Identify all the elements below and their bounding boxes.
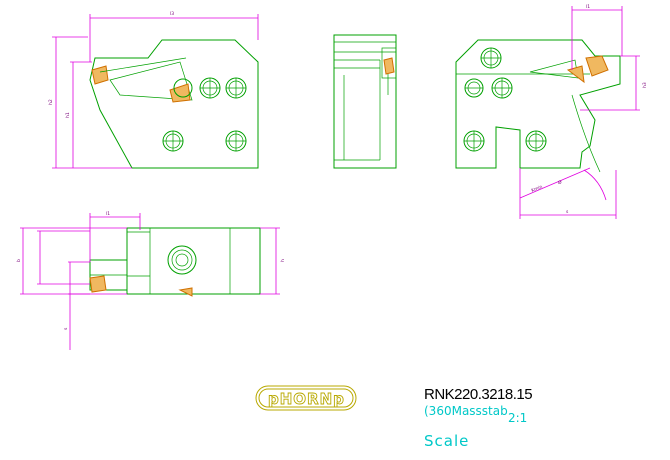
dim-side-top: l1 — [586, 4, 590, 10]
dim-plan-left-outer: b — [16, 259, 22, 262]
scale-caption: Scale — [424, 432, 469, 450]
side-view-dimensions: l1 h3 s Ø Kmin — [519, 4, 648, 219]
dim-plan-right: h — [280, 259, 286, 262]
dim-front-left-inner: h1 — [65, 112, 71, 118]
dim-side-angle-label: Kmin — [531, 184, 544, 194]
dim-side-right: h3 — [642, 82, 648, 88]
part-number: RNK220.3218.15 — [424, 386, 532, 403]
front-view — [89, 39, 259, 169]
front-view-dimensions: l3 h2 h1 — [48, 11, 259, 169]
horn-logo-text: pHORNp — [268, 390, 345, 408]
dim-front-top: l3 — [170, 11, 174, 17]
dim-plan-top: l1 — [106, 211, 110, 217]
horn-logo: pHORNp — [255, 385, 357, 411]
plan-view-dimensions: l1 b s h — [16, 211, 286, 350]
end-view — [333, 34, 397, 169]
scale-label: (360Massstab — [424, 404, 508, 418]
side-view — [455, 39, 621, 173]
dim-side-bottom: s — [566, 210, 569, 215]
scale-value: 2:1 — [508, 411, 527, 425]
dim-side-angle: Ø — [558, 179, 562, 186]
dim-plan-bottom-left: s — [64, 327, 69, 330]
plan-view — [89, 227, 261, 297]
dim-front-left-outer: h2 — [48, 99, 54, 105]
